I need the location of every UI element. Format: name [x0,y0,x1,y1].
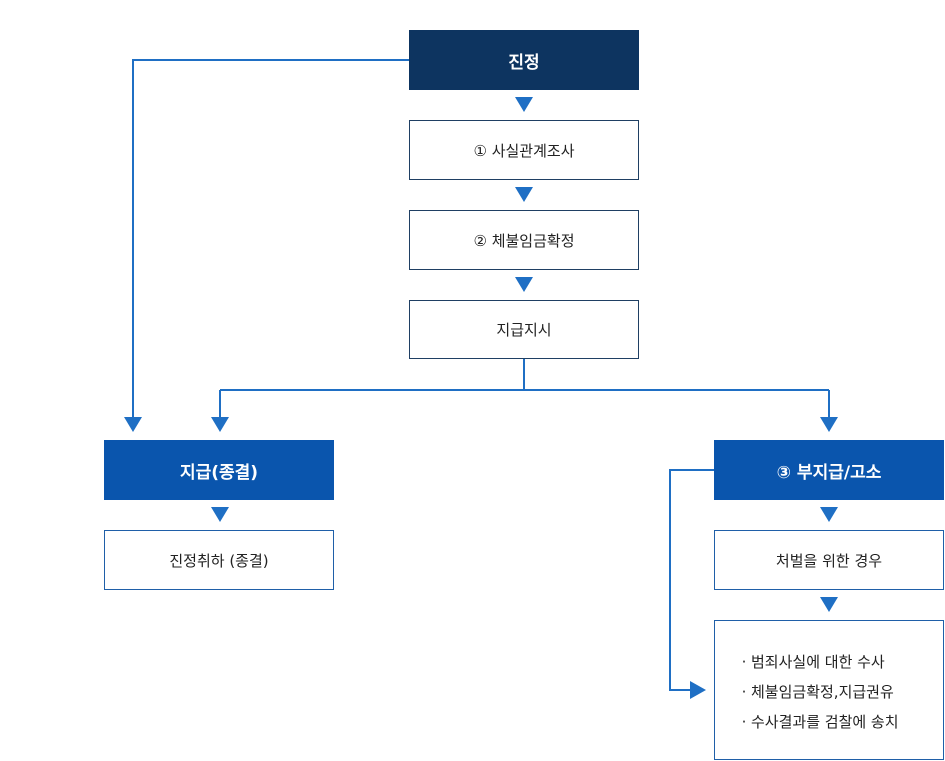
arrow-step2-order [515,277,533,292]
arrow-petition-step1 [515,97,533,112]
node-unpaid-complaint: ③ 부지급/고소 [714,440,944,500]
bullet-icon: · [741,653,747,671]
arrow-to-paid-right [211,417,229,432]
node-payment-order: 지급지시 [409,300,639,359]
node-actions-list: ·범죄사실에 대한 수사 ·체불임금확정,지급권유 ·수사결과를 검찰에 송치 [714,620,944,760]
arrow-unpaid-punish [820,507,838,522]
arrow-punish-actions [820,597,838,612]
list-item: ·범죄사실에 대한 수사 [737,647,943,677]
connector-unpaid-to-actions [669,469,714,691]
list-item: ·체불임금확정,지급권유 [737,677,943,707]
arrow-paid-withdraw [211,507,229,522]
node-petition: 진정 [409,30,639,90]
node-punishment-case: 처벌을 위한 경우 [714,530,944,590]
arrow-to-unpaid [820,417,838,432]
node-unpaid-wage-confirm: ② 체불임금확정 [409,210,639,270]
list-item: ·수사결과를 검찰에 송치 [737,707,943,737]
bullet-icon: · [741,713,747,731]
bullet-icon: · [741,683,747,701]
arrow-into-actions [690,681,706,699]
arrow-to-paid-left [124,417,142,432]
node-paid-closed: 지급(종결) [104,440,334,500]
node-fact-investigation: ① 사실관계조사 [409,120,639,180]
arrow-step1-step2 [515,187,533,202]
connector-petition-to-paid [132,59,409,418]
node-withdrawal-closed: 진정취하 (종결) [104,530,334,590]
